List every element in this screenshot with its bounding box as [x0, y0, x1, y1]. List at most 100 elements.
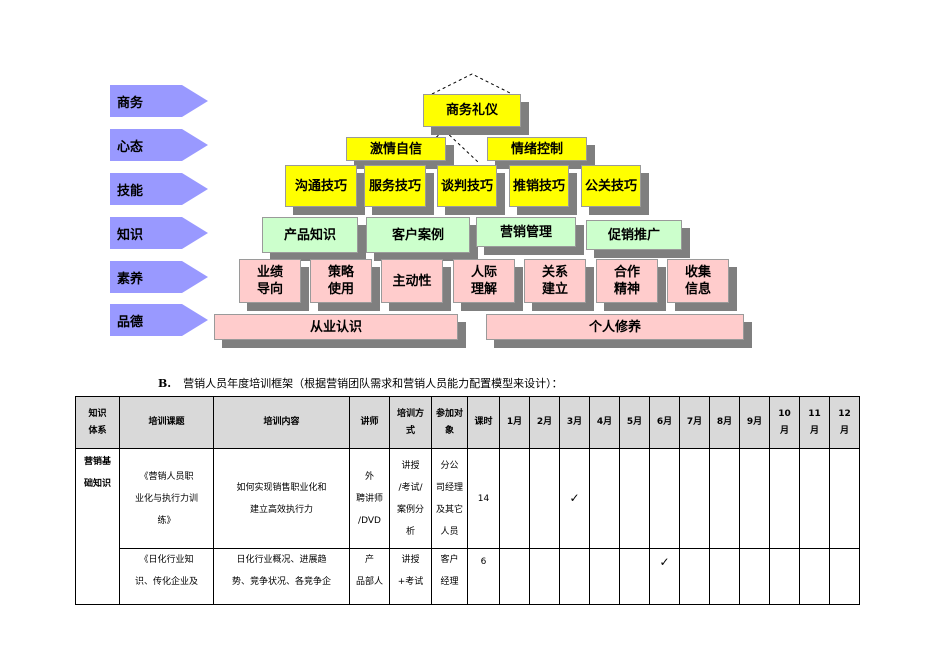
month-cell — [589, 448, 620, 549]
knowledge-box: 营销管理 — [476, 217, 576, 247]
level-arrow-knowledge: 知识 — [110, 217, 208, 249]
hours-cell: 14 — [467, 448, 500, 549]
arrow-shape — [110, 129, 208, 161]
mindset-label: 激情自信 — [369, 141, 422, 157]
knowledge-label: 客户案例 — [391, 227, 444, 243]
literacy-label: 业绩 — [256, 265, 283, 280]
header-content: 培训内容 — [213, 396, 350, 449]
month-cell — [709, 448, 740, 549]
lecturer-cell: 外聘讲师/DVD — [349, 448, 390, 549]
check-icon: ✓ — [569, 490, 580, 505]
topic-cell: 《营销人员职业化与执行力训练》 — [119, 448, 214, 549]
knowledge-label: 促销推广 — [607, 227, 660, 243]
literacy-label: 建立 — [541, 282, 568, 297]
knowledge-box: 产品知识 — [262, 217, 358, 253]
ethics-label: 从业认识 — [309, 319, 362, 335]
lecturer-cell: 产品部人 — [349, 548, 390, 605]
level-arrow-skills: 技能 — [110, 173, 208, 205]
hours-cell: 6 — [467, 548, 500, 605]
level-label: 商务 — [117, 96, 144, 111]
level-label: 素养 — [117, 272, 144, 287]
ethics-label: 个人修养 — [588, 319, 641, 335]
content-cell: 日化行业概况、进展趋势、竞争状况、各竞争企 — [213, 548, 350, 605]
skill-label: 谈判技巧 — [440, 178, 493, 194]
literacy-label: 信息 — [684, 282, 711, 297]
month-cell — [799, 448, 830, 549]
method-cell: 讲授/考试/案例分析 — [389, 448, 432, 549]
training-plan-table: 知识体系 培训课题 培训内容 讲师 培训方式 参加对象 课时 1月 2月 3月 … — [75, 396, 860, 605]
month-cell-checked: ✓ — [649, 548, 680, 605]
section-caption-text: 营销人员年度培训框架（根据营销团队需求和营销人员能力配置模型来设计）： — [183, 377, 563, 390]
skill-box: 服务技巧 — [364, 165, 426, 207]
header-audience: 参加对象 — [431, 396, 468, 449]
month-cell — [769, 548, 800, 605]
month-cell — [619, 548, 650, 605]
table-header-row: 知识体系 培训课题 培训内容 讲师 培训方式 参加对象 课时 1月 2月 3月 … — [75, 396, 860, 449]
month-cell-checked: ✓ — [559, 448, 590, 549]
header-topic: 培训课题 — [119, 396, 214, 449]
literacy-box: 策略使用 — [310, 259, 372, 303]
table-row: 《日化行业知识、传化企业及 日化行业概况、进展趋势、竞争状况、各竞争企 产品部人… — [76, 548, 860, 605]
header-month: 1月 — [499, 396, 530, 449]
header-month: 2月 — [529, 396, 560, 449]
month-cell — [499, 548, 530, 605]
header-month: 6月 — [649, 396, 680, 449]
literacy-box: 合作精神 — [596, 259, 658, 303]
audience-cell: 分公司经理及其它人员 — [431, 448, 468, 549]
content-cell: 如何实现销售职业化和建立高效执行力 — [213, 448, 350, 549]
literacy-label: 理解 — [470, 282, 497, 297]
level-label: 品德 — [117, 315, 144, 330]
header-hours: 课时 — [467, 396, 500, 449]
literacy-box: 收集信息 — [667, 259, 729, 303]
literacy-label: 主动性 — [392, 273, 432, 289]
skill-label: 推销技巧 — [512, 178, 565, 194]
level-label: 技能 — [117, 184, 144, 199]
month-cell — [769, 448, 800, 549]
skill-box: 推销技巧 — [509, 165, 569, 207]
knowledge-label: 营销管理 — [499, 224, 552, 240]
literacy-label: 使用 — [327, 282, 354, 297]
ethics-box: 个人修养 — [486, 314, 744, 340]
month-cell — [529, 448, 560, 549]
month-cell — [559, 548, 590, 605]
header-month: 8月 — [709, 396, 740, 449]
literacy-label: 收集 — [684, 265, 711, 280]
month-cell — [619, 448, 650, 549]
literacy-box: 主动性 — [381, 259, 443, 303]
header-month: 5月 — [619, 396, 650, 449]
level-arrow-mindset: 心态 — [110, 129, 208, 161]
check-icon: ✓ — [659, 555, 670, 569]
literacy-label: 导向 — [256, 282, 283, 297]
header-month: 4月 — [589, 396, 620, 449]
etiquette-label: 商务礼仪 — [445, 103, 498, 118]
month-cell — [679, 448, 710, 549]
header-system: 知识体系 — [75, 396, 120, 449]
arrow-shape — [110, 173, 208, 205]
knowledge-label: 产品知识 — [283, 227, 336, 243]
mindset-box: 情绪控制 — [487, 137, 587, 161]
skill-box: 公关技巧 — [581, 165, 641, 207]
arrow-shape — [110, 85, 208, 117]
month-cell — [499, 448, 530, 549]
header-month: 7月 — [679, 396, 710, 449]
topic-cell: 《日化行业知识、传化企业及 — [119, 548, 214, 605]
method-cell: 讲授+考试 — [389, 548, 432, 605]
skill-label: 沟通技巧 — [294, 178, 347, 194]
level-label: 知识 — [117, 228, 144, 243]
ethics-box: 从业认识 — [214, 314, 458, 340]
skill-box: 谈判技巧 — [437, 165, 497, 207]
mindset-box: 激情自信 — [346, 137, 446, 161]
level-arrow-business: 商务 — [110, 85, 208, 117]
audience-cell: 客户经理 — [431, 548, 468, 605]
category-cell: 营销基础知识 — [75, 448, 120, 605]
etiquette-box: 商务礼仪 — [423, 94, 521, 127]
literacy-label: 人际 — [470, 265, 497, 280]
month-cell — [739, 448, 770, 549]
month-cell — [829, 448, 860, 549]
arrow-shape — [110, 261, 208, 293]
header-month: 9月 — [739, 396, 770, 449]
month-cell — [679, 548, 710, 605]
month-cell — [709, 548, 740, 605]
